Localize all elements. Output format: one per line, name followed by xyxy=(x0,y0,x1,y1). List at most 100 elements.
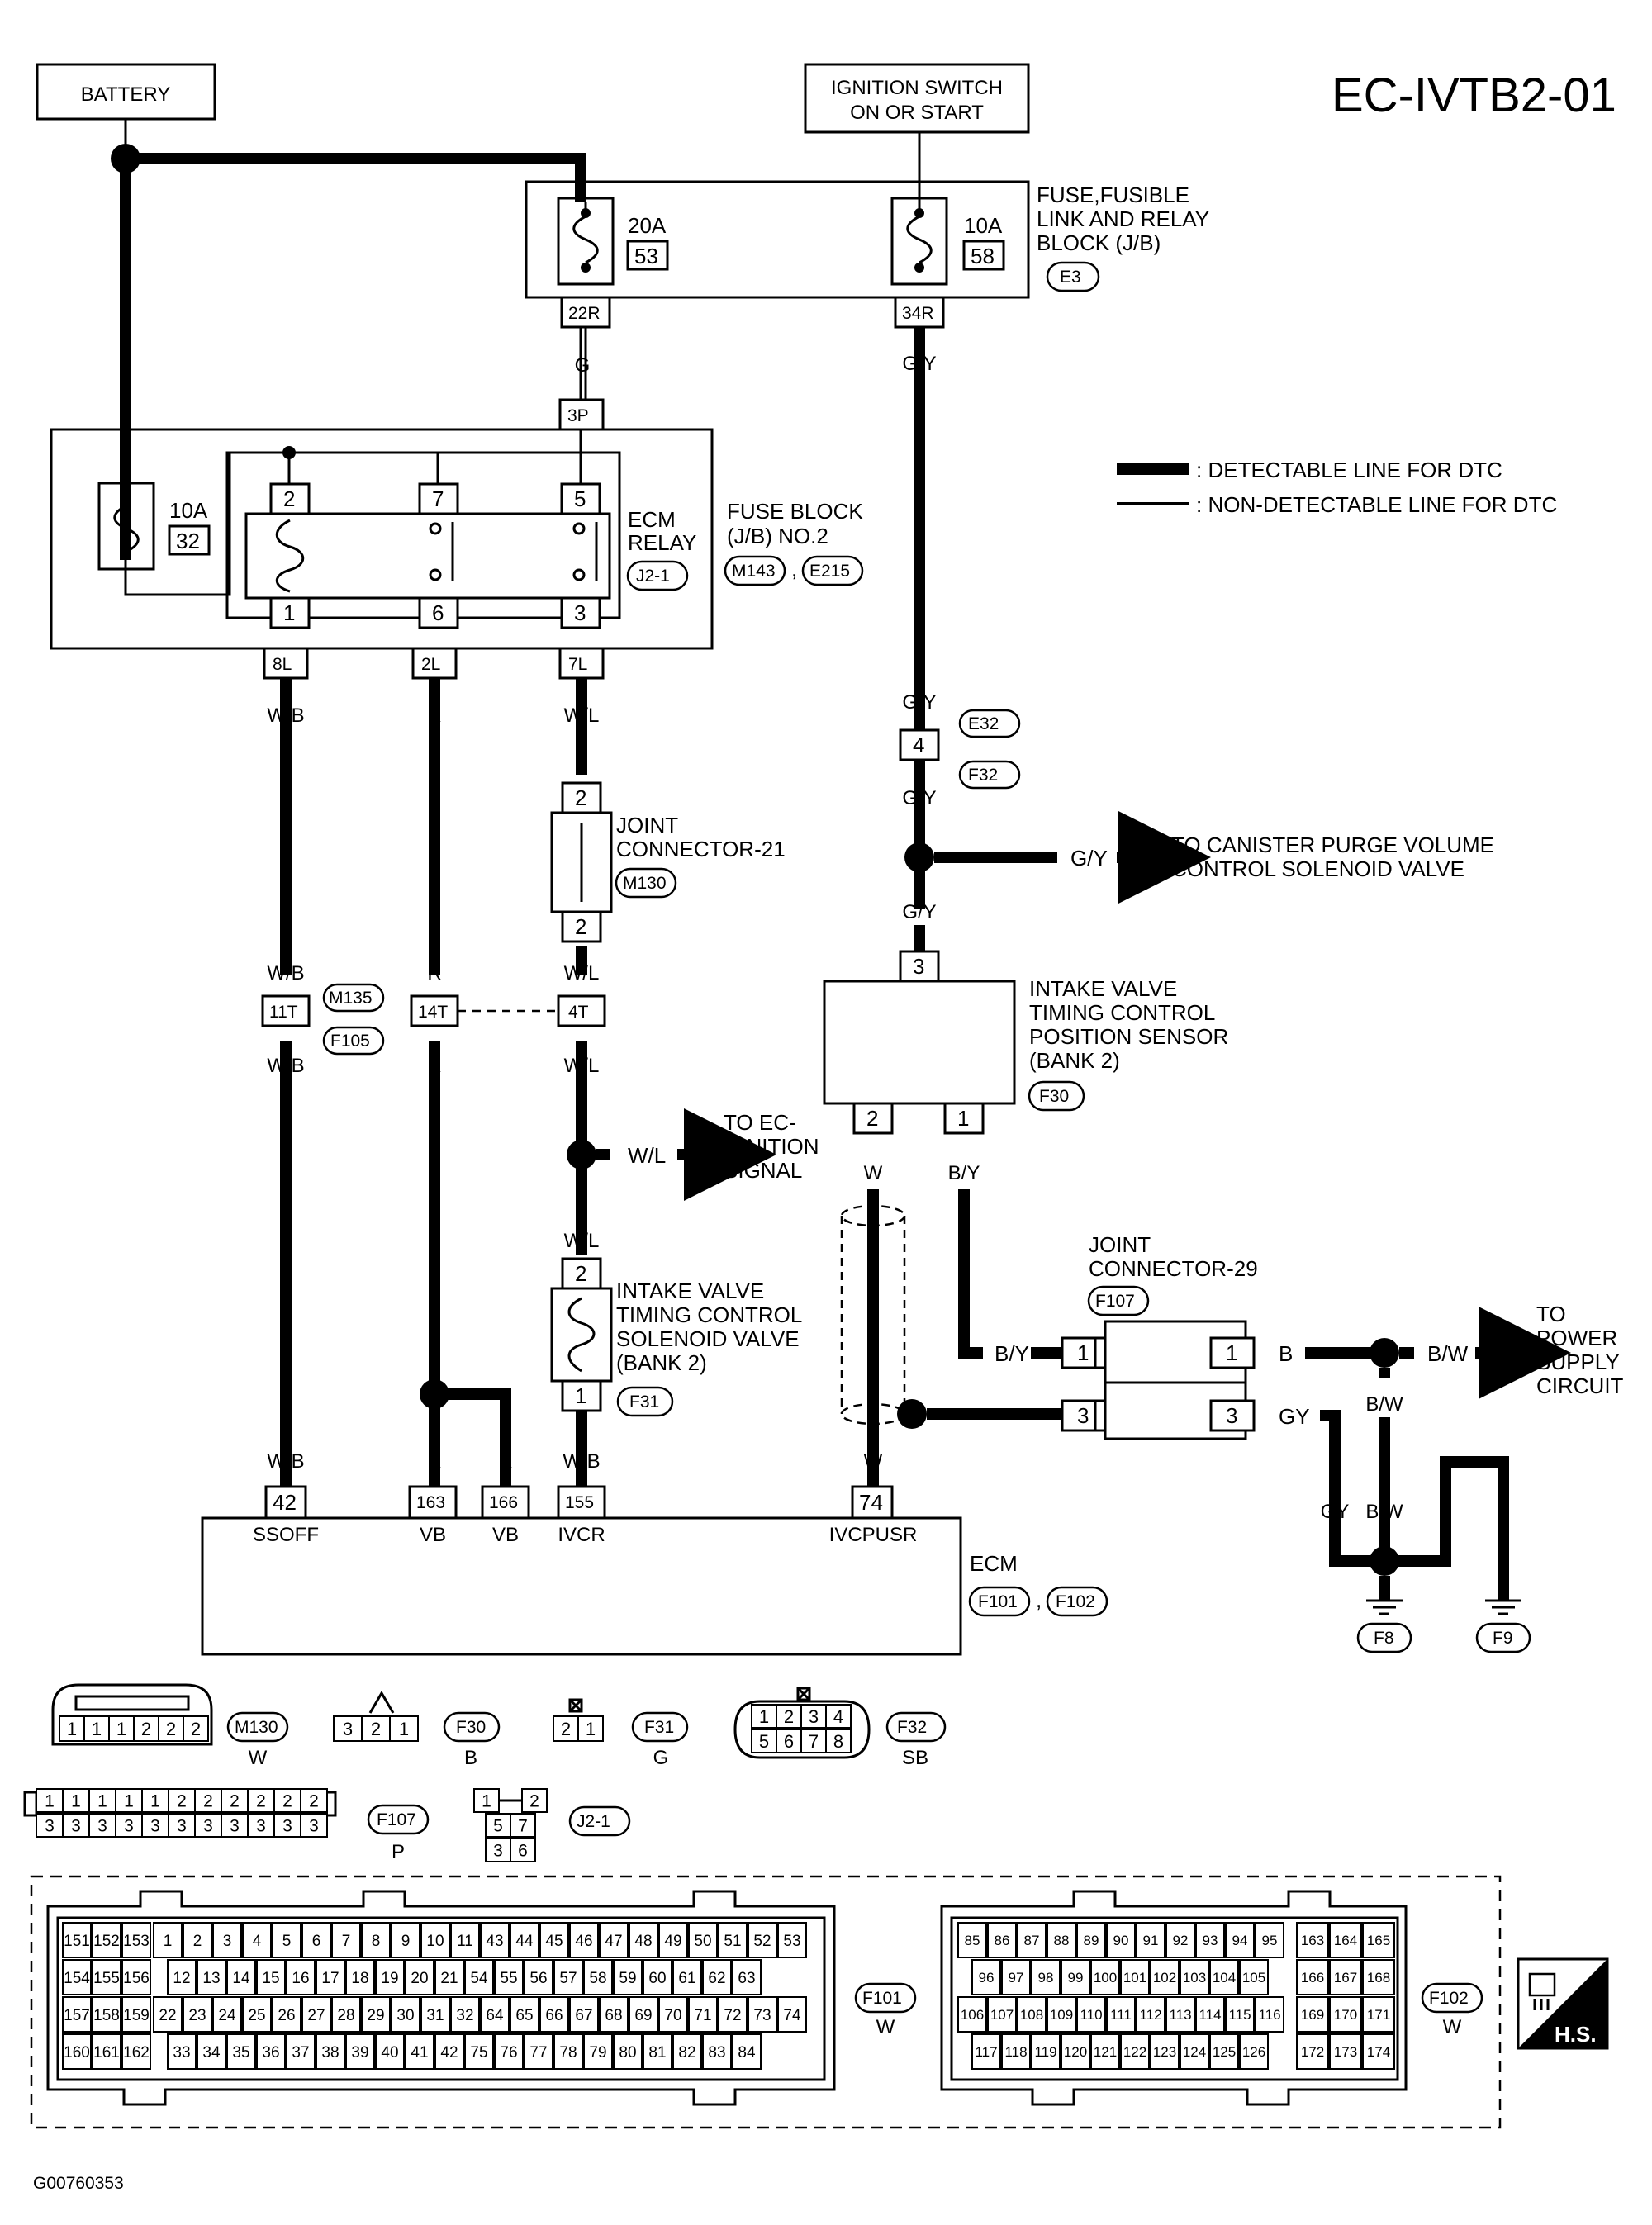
pin-label: 97 xyxy=(1009,1970,1024,1985)
svg-text:G/Y: G/Y xyxy=(902,901,936,923)
pin-label: 46 xyxy=(575,1933,592,1950)
pin-label: 58 xyxy=(589,1970,606,1987)
pin-label: 28 xyxy=(337,2007,354,2024)
pin-label: 7 xyxy=(518,1817,528,1836)
pin-label: 84 xyxy=(738,2044,756,2061)
svg-text:F30: F30 xyxy=(1039,1087,1069,1106)
mid-connector: 11T 14T 4T M135 F105 xyxy=(261,983,606,1056)
svg-text:10A: 10A xyxy=(169,498,208,523)
pin-label: 7 xyxy=(809,1731,819,1752)
fuse-block-2: FUSE BLOCK (J/B) NO.2 M143 , E215 10A 32… xyxy=(50,398,863,680)
svg-text:FUSE,FUSIBLE: FUSE,FUSIBLE xyxy=(1037,183,1189,207)
pin-label: 92 xyxy=(1173,1933,1189,1948)
svg-text:F101: F101 xyxy=(862,1989,902,2008)
pin-label: 161 xyxy=(93,2044,120,2061)
svg-text:53: 53 xyxy=(634,244,658,268)
legend: : DETECTABLE LINE FOR DTC : NON-DETECTAB… xyxy=(1117,458,1557,517)
ignition-switch-box: IGNITION SWITCH ON OR START xyxy=(804,63,1030,134)
svg-text:: DETECTABLE LINE FOR DTC: : DETECTABLE LINE FOR DTC xyxy=(1196,458,1502,482)
pin-label: 23 xyxy=(188,2007,206,2024)
svg-text:B: B xyxy=(464,1747,477,1769)
pin-label: 68 xyxy=(605,2007,622,2024)
pin-label: 24 xyxy=(218,2007,236,2024)
pin-label: 1 xyxy=(586,1719,596,1739)
svg-text:F8: F8 xyxy=(1374,1629,1394,1648)
svg-text:W: W xyxy=(876,2016,895,2038)
svg-text:JOINT: JOINT xyxy=(1089,1232,1151,1257)
pin-label: 51 xyxy=(724,1933,741,1950)
pin-label: 90 xyxy=(1113,1933,1129,1948)
pin-label: 170 xyxy=(1334,2007,1357,2023)
pin-label: 69 xyxy=(634,2007,652,2024)
sensor-wires: W W B/Y B/Y xyxy=(840,1162,1062,1487)
pin-label: 104 xyxy=(1213,1970,1236,1985)
svg-text:SB: SB xyxy=(902,1747,928,1769)
svg-text:3: 3 xyxy=(574,600,586,625)
svg-text:ON OR START: ON OR START xyxy=(850,102,984,124)
pin-label: 30 xyxy=(396,2007,414,2024)
pin-label: 82 xyxy=(678,2044,695,2061)
pin-label: 80 xyxy=(619,2044,636,2061)
svg-text:W/B: W/B xyxy=(267,1450,304,1473)
pin-label: 2 xyxy=(371,1719,381,1739)
svg-text:G/Y: G/Y xyxy=(902,691,936,714)
svg-text:M135: M135 xyxy=(329,989,373,1008)
svg-text:ECM: ECM xyxy=(970,1551,1018,1576)
svg-text:1: 1 xyxy=(1226,1340,1237,1365)
svg-text:(J/B) NO.2: (J/B) NO.2 xyxy=(727,524,828,548)
svg-text:B/Y: B/Y xyxy=(948,1162,980,1184)
pin-label: 4 xyxy=(253,1933,262,1950)
pin-label: 62 xyxy=(708,1970,725,1987)
pin-label: 158 xyxy=(93,2007,120,2024)
pin-label: 105 xyxy=(1242,1970,1265,1985)
svg-text:58: 58 xyxy=(971,244,995,268)
pin-label: 3 xyxy=(71,1817,81,1836)
pin-label: 155 xyxy=(93,1970,120,1987)
svg-text:W/L: W/L xyxy=(564,705,600,727)
svg-text:,: , xyxy=(1036,1587,1042,1612)
pin-label: 124 xyxy=(1183,2044,1206,2060)
svg-text:14T: 14T xyxy=(418,1003,448,1022)
svg-text:R: R xyxy=(427,1055,441,1077)
svg-text:F102: F102 xyxy=(1056,1592,1095,1611)
pin-label: 3 xyxy=(230,1817,240,1836)
pin-label: 1 xyxy=(124,1792,134,1811)
svg-text:R: R xyxy=(427,1450,441,1473)
svg-text:TO EC-: TO EC- xyxy=(724,1110,796,1135)
pin-label: 2 xyxy=(282,1792,292,1811)
svg-text:B/W: B/W xyxy=(1365,1393,1403,1416)
svg-text:IGNITION: IGNITION xyxy=(724,1134,819,1159)
pin-label: 122 xyxy=(1123,2044,1146,2060)
pin-label: 3 xyxy=(124,1817,134,1836)
svg-text:F102: F102 xyxy=(1429,1989,1469,2008)
pin-label: 65 xyxy=(515,2007,533,2024)
pin-label: 61 xyxy=(678,1970,695,1987)
pin-label: 33 xyxy=(173,2044,190,2061)
svg-text:H.S.: H.S. xyxy=(1555,2022,1597,2047)
pin-label: 118 xyxy=(1004,2044,1027,2060)
pin-label: 37 xyxy=(292,2044,309,2061)
pin-label: 53 xyxy=(783,1933,800,1950)
pin-label: 63 xyxy=(738,1970,755,1987)
pin-label: 113 xyxy=(1169,2007,1191,2023)
pin-label: 4 xyxy=(833,1706,843,1727)
pin-label: 70 xyxy=(664,2007,681,2024)
svg-text:7L: 7L xyxy=(568,655,587,674)
pin-label: 48 xyxy=(634,1933,652,1950)
pin-label: 5 xyxy=(493,1817,503,1836)
pin-label: 100 xyxy=(1094,1970,1117,1985)
pin-label: 103 xyxy=(1183,1970,1206,1985)
svg-text:34R: 34R xyxy=(902,304,934,323)
pin-label: 13 xyxy=(202,1970,220,1987)
pin-label: 93 xyxy=(1203,1933,1218,1948)
pin-label: 67 xyxy=(575,2007,592,2024)
pin-label: 106 xyxy=(961,2007,984,2023)
svg-text:BATTERY: BATTERY xyxy=(81,83,170,106)
svg-text:GY: GY xyxy=(1321,1501,1350,1523)
pin-label: 167 xyxy=(1334,1970,1357,1985)
svg-text:W/B: W/B xyxy=(267,962,304,984)
svg-text:2L: 2L xyxy=(421,655,440,674)
pin-label: 151 xyxy=(64,1933,90,1950)
pin-label: 1 xyxy=(97,1792,107,1811)
